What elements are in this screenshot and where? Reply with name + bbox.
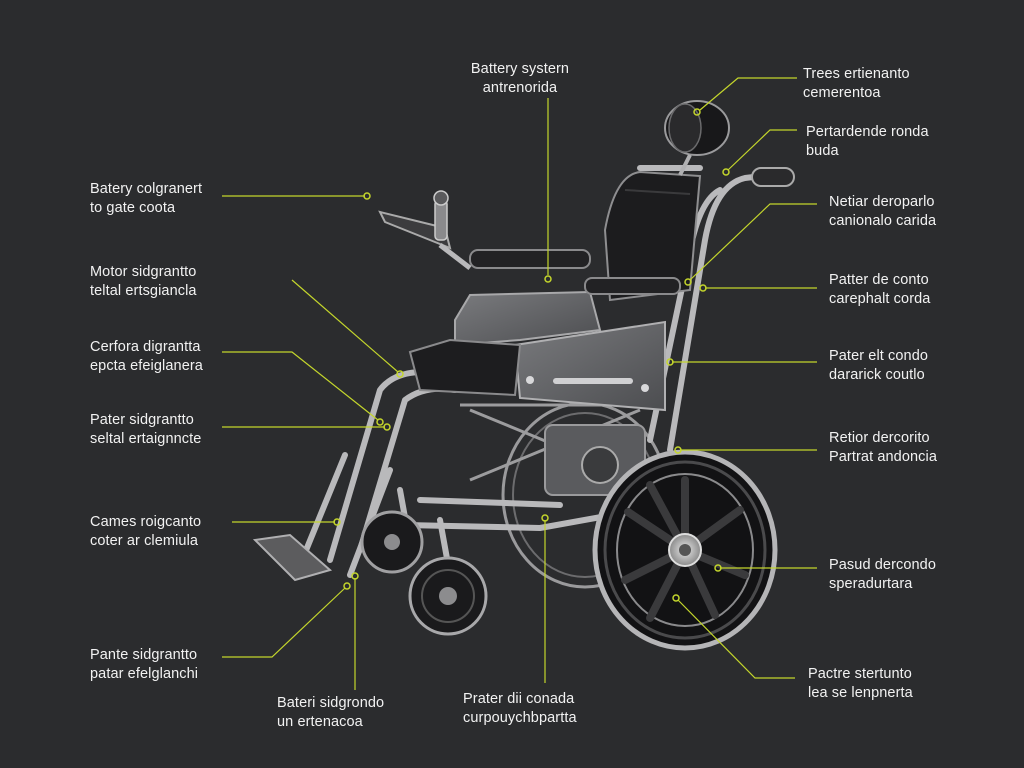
label-right-3-line-2: carephalt corda bbox=[829, 291, 931, 307]
label-right-4-line-2: dararick coutlo bbox=[829, 367, 925, 383]
leader-dots bbox=[333, 108, 730, 602]
side-panel bbox=[454, 290, 666, 412]
headrest bbox=[664, 100, 730, 176]
label-right-6: Pasud dercondo speradurtara bbox=[829, 556, 936, 594]
label-left-5: Cames roigcanto coter ar clemiula bbox=[90, 513, 201, 551]
label-right-5-line-1: Retior dercorito bbox=[829, 430, 930, 446]
backrest bbox=[603, 170, 702, 302]
label-top-center-line-2: antrenorida bbox=[482, 80, 558, 96]
label-right-5-line-2: Partrat andoncia bbox=[829, 449, 937, 465]
label-right-4: Pater elt condo dararick coutlo bbox=[829, 347, 928, 385]
label-bottom-left: Bateri sidgrondo un ertenacoa bbox=[277, 694, 384, 732]
label-right-2-line-2: canionalo carida bbox=[829, 213, 937, 229]
label-left-3: Cerfora digrantta epcta efeiglanera bbox=[90, 338, 203, 376]
label-right-3: Patter de conto carephalt corda bbox=[829, 271, 930, 309]
label-right-1: Pertardende ronda buda bbox=[806, 123, 929, 161]
label-left-4: Pater sidgrantto seltal ertaignncte bbox=[90, 411, 201, 449]
rear-wheel-right bbox=[592, 449, 778, 651]
push-handle-grip bbox=[751, 167, 795, 187]
label-left-4-line-1: Pater sidgrantto bbox=[90, 412, 194, 428]
label-right-1-line-1: Pertardende ronda bbox=[806, 124, 929, 140]
label-right-1-line-2: buda bbox=[806, 143, 839, 159]
label-top-right: Trees ertienanto cemerentoa bbox=[803, 65, 910, 103]
label-right-6-line-1: Pasud dercondo bbox=[829, 557, 937, 573]
armrest-pad bbox=[469, 249, 591, 269]
label-right-4-line-1: Pater elt condo bbox=[829, 348, 929, 364]
label-left-6-line-2: patar efelglanchi bbox=[90, 666, 199, 682]
label-right-3-line-1: Patter de conto bbox=[829, 272, 929, 288]
armrest-pad-rear bbox=[584, 277, 681, 295]
label-right-2: Netiar deroparlo canionalo carida bbox=[829, 193, 936, 231]
label-bottom-left-line-2: un ertenacoa bbox=[277, 714, 363, 730]
label-left-1: Batery colgranert to gate coota bbox=[90, 180, 202, 218]
label-right-7-line-1: Pactre stertunto bbox=[808, 666, 912, 682]
motor-battery-block bbox=[544, 424, 646, 496]
label-top-center: Battery systern antrenorida bbox=[471, 60, 569, 98]
label-top-right-line-1: Trees ertienanto bbox=[803, 66, 910, 82]
label-right-7: Pactre stertunto lea se lenpnerta bbox=[808, 665, 913, 703]
label-bottom-center-line-2: curpouychbpartta bbox=[463, 710, 577, 726]
label-left-5-line-1: Cames roigcanto bbox=[90, 514, 202, 530]
label-left-2-line-1: Motor sidgrantto bbox=[90, 264, 197, 280]
label-left-1-line-1: Batery colgranert bbox=[90, 181, 203, 197]
label-top-right-line-2: cemerentoa bbox=[803, 85, 881, 101]
label-left-3-line-2: epcta efeiglanera bbox=[90, 358, 203, 374]
leader-lines bbox=[222, 77, 817, 690]
front-caster-wheel-2 bbox=[408, 556, 488, 636]
label-bottom-center-line-1: Prater dii conada bbox=[463, 691, 575, 707]
label-left-6-line-1: Pante sidgrantto bbox=[90, 647, 198, 663]
label-right-5: Retior dercorito Partrat andoncia bbox=[829, 429, 937, 467]
label-left-2: Motor sidgrantto teltal ertsgiancla bbox=[90, 263, 197, 301]
label-left-4-line-2: seltal ertaignncte bbox=[90, 431, 202, 447]
label-right-2-line-1: Netiar deroparlo bbox=[829, 194, 935, 210]
front-caster-wheel-1 bbox=[360, 510, 424, 574]
label-bottom-left-line-1: Bateri sidgrondo bbox=[277, 695, 385, 711]
label-top-center-line-1: Battery systern bbox=[470, 61, 570, 77]
joystick-controller bbox=[378, 190, 472, 270]
footrest bbox=[252, 533, 333, 582]
seat-cushion bbox=[408, 338, 522, 397]
label-left-6: Pante sidgrantto patar efelglanchi bbox=[90, 646, 198, 684]
label-right-7-line-2: lea se lenpnerta bbox=[808, 685, 913, 701]
label-bottom-center: Prater dii conada curpouychbpartta bbox=[463, 690, 577, 728]
label-left-1-line-2: to gate coota bbox=[90, 200, 176, 216]
label-right-6-line-2: speradurtara bbox=[829, 576, 913, 592]
label-left-5-line-2: coter ar clemiula bbox=[90, 533, 199, 549]
label-left-2-line-2: teltal ertsgiancla bbox=[90, 283, 197, 299]
label-left-3-line-1: Cerfora digrantta bbox=[90, 339, 201, 355]
